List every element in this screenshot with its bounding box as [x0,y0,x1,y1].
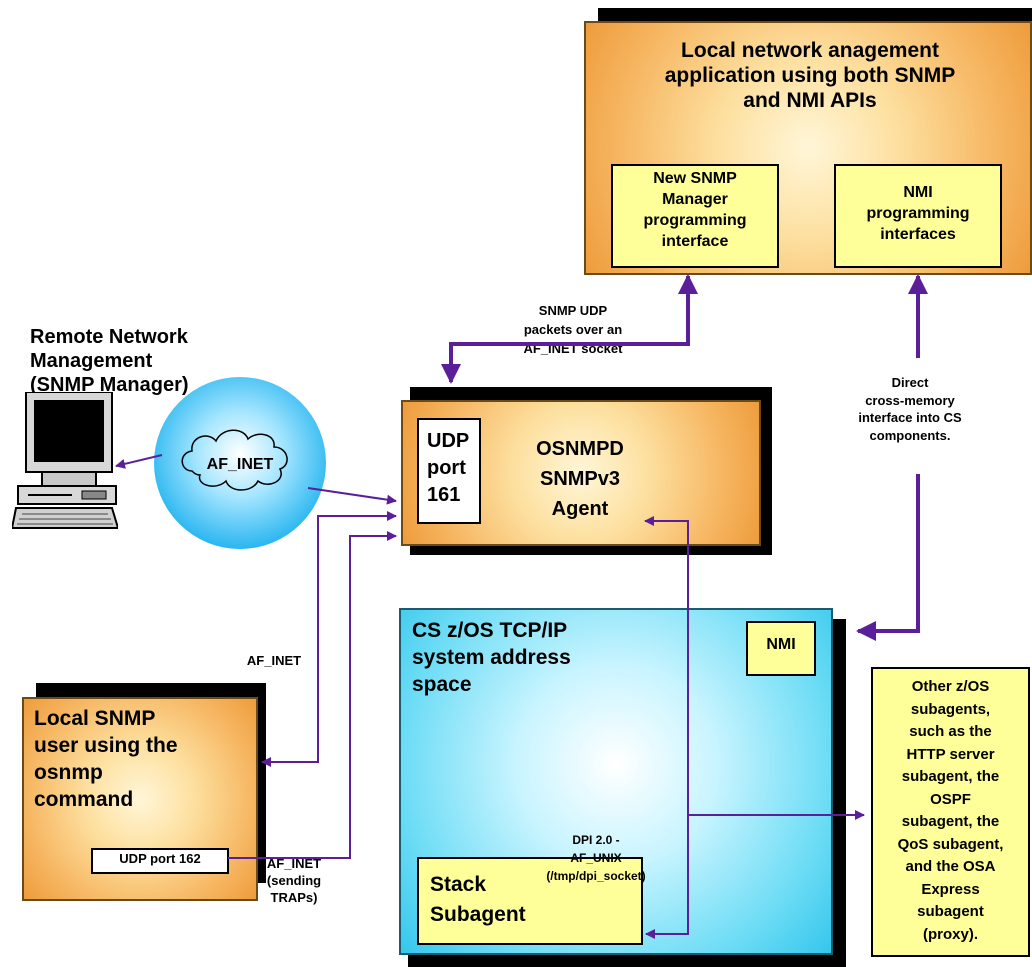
agent-to-local-user-arrow [261,511,397,767]
dpi-label: DPI 2.0 - AF_UNIX (/tmp/dpi_socket) [546,833,646,883]
cloud-to-computer-arrow [115,454,163,469]
nmi-api-box [834,164,1002,268]
udp-161-label: UDP port 161 [427,430,470,506]
nmi-api-label: NMI programming interfaces [866,184,970,243]
udp-161-box [417,418,481,524]
nmi-box [746,621,816,676]
udp-162-label: UDP port 162 [119,851,201,866]
snmp-manager-api-label: New SNMP Manager programming interface [643,170,747,250]
nm-app-title: Local network anagement application usin… [664,39,956,112]
tcpip-title: CS z/OS TCP/IP system address space [412,619,571,696]
local-user-title: Local SNMP user using the osnmp command [34,707,178,811]
dpi-arrow [644,516,689,939]
af-inet-cloud [154,377,326,549]
other-subagents-box [871,667,1030,957]
remote-nm-title: Remote Network Management (SNMP Manager) [30,326,189,396]
other-subagents-text: Other z/OS subagents, such as the HTTP s… [897,678,1004,943]
cloud-label: AF_INET [206,456,274,473]
traps-arrow [228,531,397,859]
af-inet-label-2: AF_INET (sending TRAPs) [266,856,322,905]
snmp-manager-api-box [611,164,779,268]
stack-subagent-label: Stack Subagent [430,873,526,926]
stack-subagent-box [417,857,643,945]
udp-162-box [91,848,229,874]
cloud-to-agent-arrow [307,487,397,505]
direct-interface-arrow [858,276,918,631]
agent-title: OSNMPD SNMPv3 Agent [536,438,624,520]
snmp-udp-arrow [441,274,698,384]
nmi-label: NMI [766,636,796,653]
computer-icon [12,392,118,529]
